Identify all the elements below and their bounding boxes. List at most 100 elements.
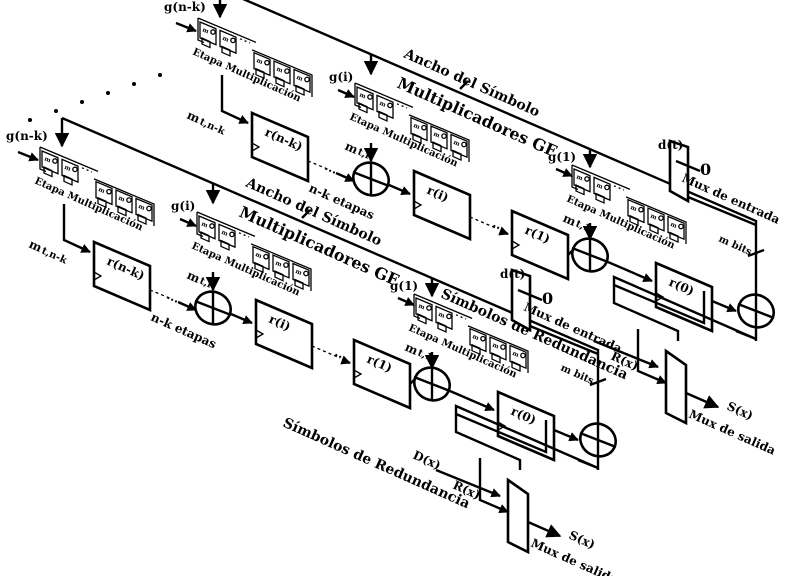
register-box: [412, 169, 472, 241]
input-mux: [668, 139, 690, 204]
gf-multiply-icon: [303, 270, 309, 277]
gf-multiply-icon: [230, 37, 236, 44]
wire: [711, 299, 737, 313]
m-t-n-k-wire: [220, 75, 249, 125]
gf-multiplier-cell: [41, 150, 59, 175]
gf-multiplier-cell: [573, 168, 591, 193]
clock-icon: [353, 369, 363, 379]
xor-horizontal: [352, 170, 390, 188]
gf-cell-register: [63, 174, 73, 186]
gf-cell-label: m: [649, 213, 658, 222]
gf-multiply-icon: [264, 59, 270, 66]
wire: [607, 260, 653, 283]
gf-multiplier-cell: [489, 336, 507, 361]
gf-multiply-icon: [426, 305, 432, 311]
gf-multiplier-cell: [219, 29, 237, 55]
output-mux: [506, 477, 530, 555]
S-x-label: S(x): [567, 528, 598, 552]
wire: [529, 324, 599, 356]
gf-cell-register: [294, 278, 304, 290]
gf-multiply-icon: [284, 68, 290, 74]
gf-multiplier-cell: [293, 68, 311, 94]
gf-cell-register: [200, 231, 210, 243]
mult-stage-bracket: [93, 178, 155, 227]
gf-cell-register: [471, 343, 481, 356]
gf-cell-label: m: [137, 203, 146, 212]
dotted-wire: [149, 289, 173, 300]
mult-stage-bracket: [625, 196, 687, 245]
register-box: [352, 338, 412, 410]
gf-multiply-icon: [367, 94, 373, 100]
m-t-i-label: m: [185, 268, 203, 286]
m-bits-label: m bits: [717, 234, 754, 258]
m-t-n-k-subscript: t,n-k: [40, 246, 70, 267]
gf-multiplier-cell: [430, 125, 448, 150]
gf-cell-register: [412, 132, 422, 145]
wire: [449, 389, 495, 412]
wire: [553, 428, 579, 442]
gf-multiply-icon: [678, 223, 684, 230]
register-r-i: r(i): [254, 298, 314, 370]
m-t-n-k-subscript: t,n-k: [198, 117, 228, 138]
register-r-1: r(1): [352, 338, 412, 410]
gf-cell-label: m: [117, 195, 126, 204]
xor-horizontal: [737, 302, 775, 320]
gf-cell-label: m: [417, 302, 426, 311]
S-x-label: S(x): [725, 399, 756, 423]
gf-multiplier-cell: [376, 94, 394, 120]
dotted-wire: [469, 216, 499, 230]
gf-cell-label: m: [358, 91, 367, 100]
ellipsis: ...: [323, 159, 340, 177]
gf-multiply-icon: [658, 215, 664, 221]
gf-multiplier-cell: [198, 215, 216, 240]
register-r-1: r(1): [510, 209, 570, 281]
zero-label: 0: [700, 160, 711, 179]
gf-cell-register: [575, 184, 585, 196]
gf-multiply-icon: [500, 344, 506, 350]
input-g-1-label: g(1): [390, 279, 418, 293]
clock-icon: [511, 240, 521, 250]
output-arrow: [527, 520, 562, 538]
input-arrow: [179, 217, 197, 228]
gf-multiplier-cell: [115, 189, 133, 214]
gf-cell-label: m: [511, 350, 520, 359]
wire: [567, 250, 573, 256]
m-t-1-label: m: [403, 340, 421, 358]
clock-icon: [251, 142, 261, 152]
D-x-label: D(x): [411, 448, 443, 473]
m-t-i-label: m: [343, 139, 361, 157]
gf-multiplier-cell: [252, 245, 270, 271]
gf-cell-register: [221, 45, 231, 57]
data-to-mux: [593, 339, 659, 369]
m-t-n-k-label: m: [27, 237, 45, 255]
input-arrow: [337, 88, 355, 99]
ellipsis: ...: [333, 345, 350, 363]
gf-multiply-icon: [283, 262, 289, 268]
gf-multiply-icon: [421, 124, 427, 131]
wire: [388, 183, 411, 196]
xor-feedback: [579, 422, 617, 458]
xor-feedback: [737, 293, 775, 329]
gf-cell-label: m: [595, 182, 604, 191]
gf-multiplier-cell: [647, 207, 665, 232]
gf-multiplier-cell: [218, 223, 236, 249]
gf-cell-register: [669, 231, 679, 243]
register-r-n-k: r(n-k): [250, 111, 310, 183]
mult-stage-label: Etapa Multiplicación: [191, 47, 303, 105]
mult-stage-bracket: [251, 49, 313, 98]
gf-cell-register: [254, 261, 264, 274]
gf-cell-register: [417, 313, 427, 325]
gf-cell-label: m: [63, 164, 72, 173]
gf-cell-register: [137, 213, 147, 225]
gf-multiplier-cell: [410, 116, 428, 142]
gf-cell-label: m: [274, 260, 283, 269]
gf-cell-label: m: [220, 229, 229, 238]
mult-stage-bracket: [250, 243, 312, 292]
gf-multiply-icon: [229, 231, 235, 238]
output-mux: [664, 348, 688, 426]
gf-multiply-icon: [604, 184, 610, 191]
register-box: [250, 111, 310, 183]
mult-stage-ellipsis: [81, 167, 93, 173]
xor-horizontal: [579, 431, 617, 449]
